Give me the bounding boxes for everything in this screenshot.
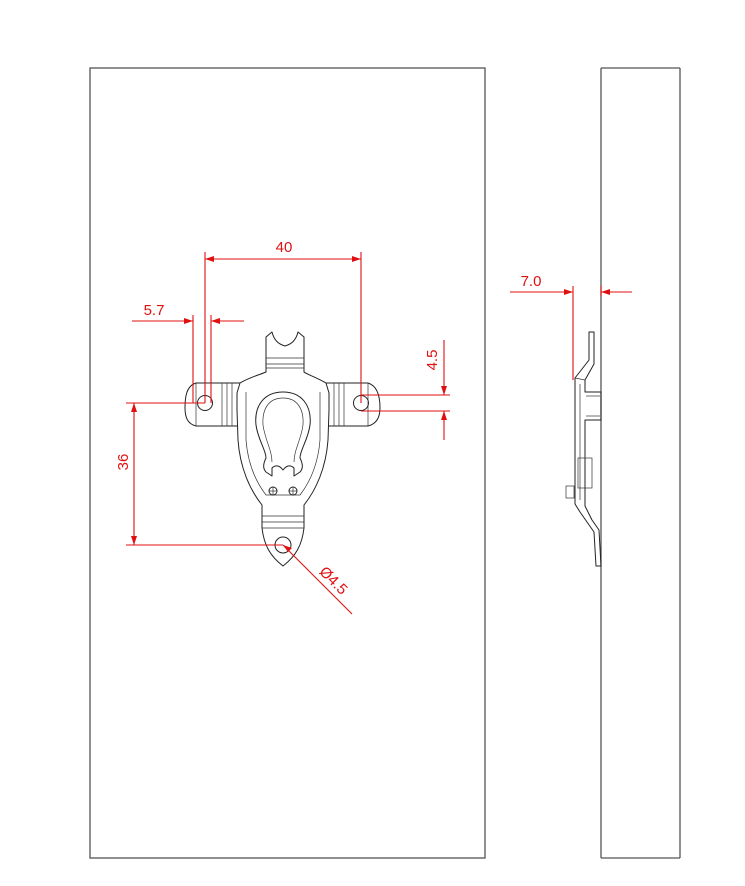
dimension-hole-height: 4.5 xyxy=(361,340,450,440)
dimension-vertical-spacing-label: 36 xyxy=(115,454,132,471)
bracket-front-view xyxy=(184,331,381,567)
dimension-hole-height-label: 4.5 xyxy=(424,350,441,371)
dimension-hole-diameter-label: Ø4.5 xyxy=(316,563,351,598)
front-view-panel xyxy=(89,67,486,859)
dimension-hole-spacing-label: 40 xyxy=(276,239,293,256)
dimension-hole-diameter: Ø4.5 xyxy=(282,544,353,615)
dimension-hole-offset-label: 5.7 xyxy=(144,302,165,319)
dimension-vertical-spacing: 36 xyxy=(115,402,283,546)
dimension-hole-spacing: 40 xyxy=(204,239,362,403)
dimension-side-depth-label: 7.0 xyxy=(521,273,542,290)
dimension-side-depth: 7.0 xyxy=(510,273,632,380)
dimension-hole-offset: 5.7 xyxy=(132,302,244,403)
side-view-panel xyxy=(600,67,681,859)
bracket-side-view xyxy=(565,331,602,567)
